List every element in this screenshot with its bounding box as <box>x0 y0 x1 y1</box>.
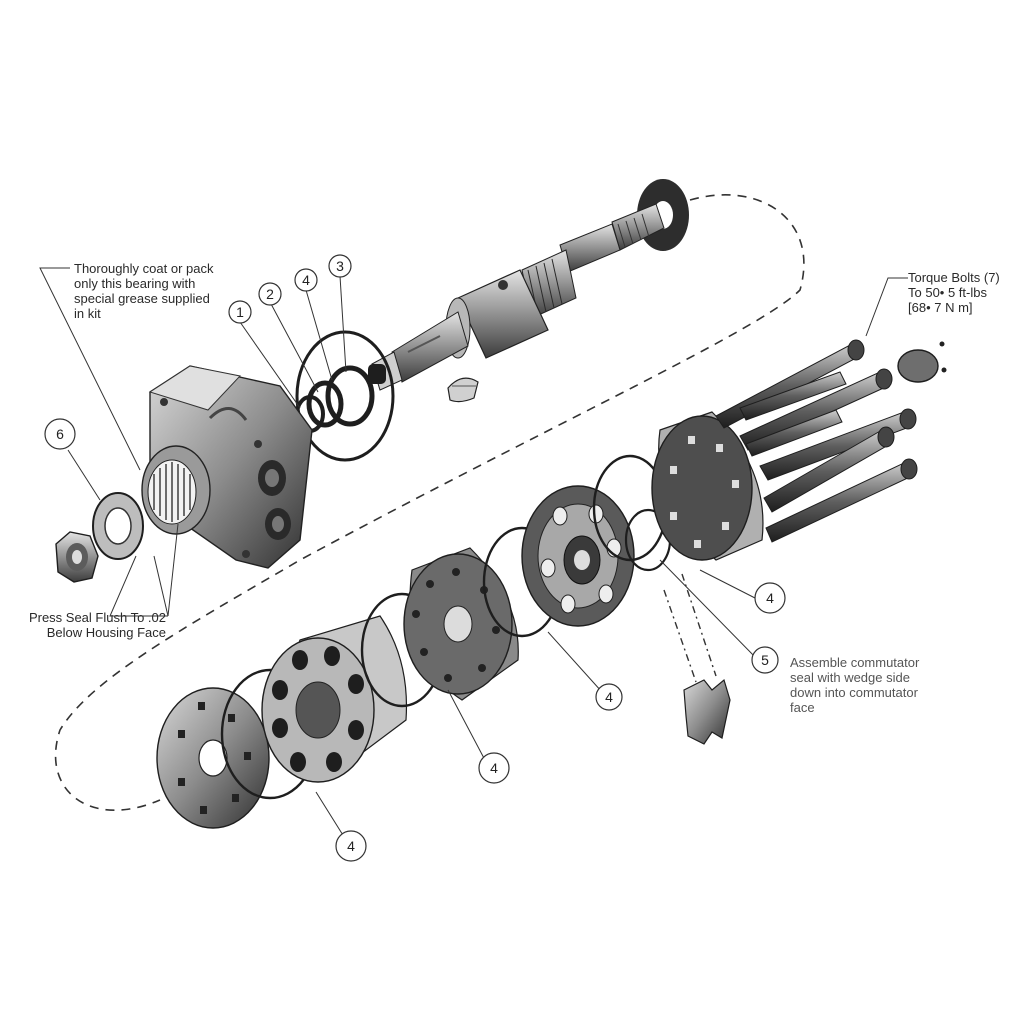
note-line: special grease supplied <box>74 291 210 306</box>
note-line: Press Seal Flush To .02 <box>28 610 166 625</box>
note-line: down into commutator <box>790 685 918 700</box>
shaft-nut <box>55 531 99 583</box>
note-line: only this bearing with <box>74 276 196 291</box>
note-line: face <box>790 700 815 715</box>
note-bearing-grease: Thoroughly coat or pack only this bearin… <box>74 261 213 321</box>
note-line: Assemble commutator <box>790 655 920 670</box>
callout-label: 4 <box>302 272 310 288</box>
note-line: Torque Bolts (7) <box>908 270 1000 285</box>
callout-label: 3 <box>336 258 344 274</box>
assembly-path-dashed <box>54 194 805 811</box>
gerotor-set <box>261 615 408 783</box>
note-press-seal: Press Seal Flush To .02 Below Housing Fa… <box>18 610 166 640</box>
callout-label: 5 <box>761 652 769 668</box>
end-plate <box>156 687 270 829</box>
note-line: Thoroughly coat or pack <box>74 261 214 276</box>
callout-label: 4 <box>766 590 774 606</box>
leader-lines <box>39 267 908 841</box>
callout-label: 4 <box>605 689 613 705</box>
callout-numbers: 1 2 4 3 6 4 5 4 4 4 <box>56 258 774 854</box>
note-torque-bolts: Torque Bolts (7) To 50• 5 ft-lbs [68• 7 … <box>908 270 1000 315</box>
note-line: [68• 7 N m] <box>908 300 973 315</box>
seal-wedge-detail <box>663 573 731 745</box>
dust-seal <box>92 492 144 560</box>
note-commutator-seal: Assemble commutator seal with wedge side… <box>790 655 919 715</box>
end-plug <box>897 341 947 383</box>
torque-bolts <box>715 339 918 543</box>
end-cover <box>651 411 764 561</box>
note-line: To 50• 5 ft-lbs <box>908 285 987 300</box>
commutator <box>521 485 635 627</box>
callout-label: 6 <box>56 426 64 442</box>
drive-shaft <box>368 179 689 391</box>
note-line: Below Housing Face <box>46 625 166 640</box>
callout-label: 2 <box>266 286 274 302</box>
callout-label: 4 <box>490 760 498 776</box>
shaft-seals <box>295 330 395 462</box>
note-line: in kit <box>74 306 101 321</box>
manifold <box>403 547 519 701</box>
callout-label: 4 <box>347 838 355 854</box>
callout-label: 1 <box>236 304 244 320</box>
callout-circles <box>44 254 786 862</box>
note-line: seal with wedge side <box>790 670 910 685</box>
motor-housing <box>141 365 313 569</box>
woodruff-key <box>447 377 479 403</box>
